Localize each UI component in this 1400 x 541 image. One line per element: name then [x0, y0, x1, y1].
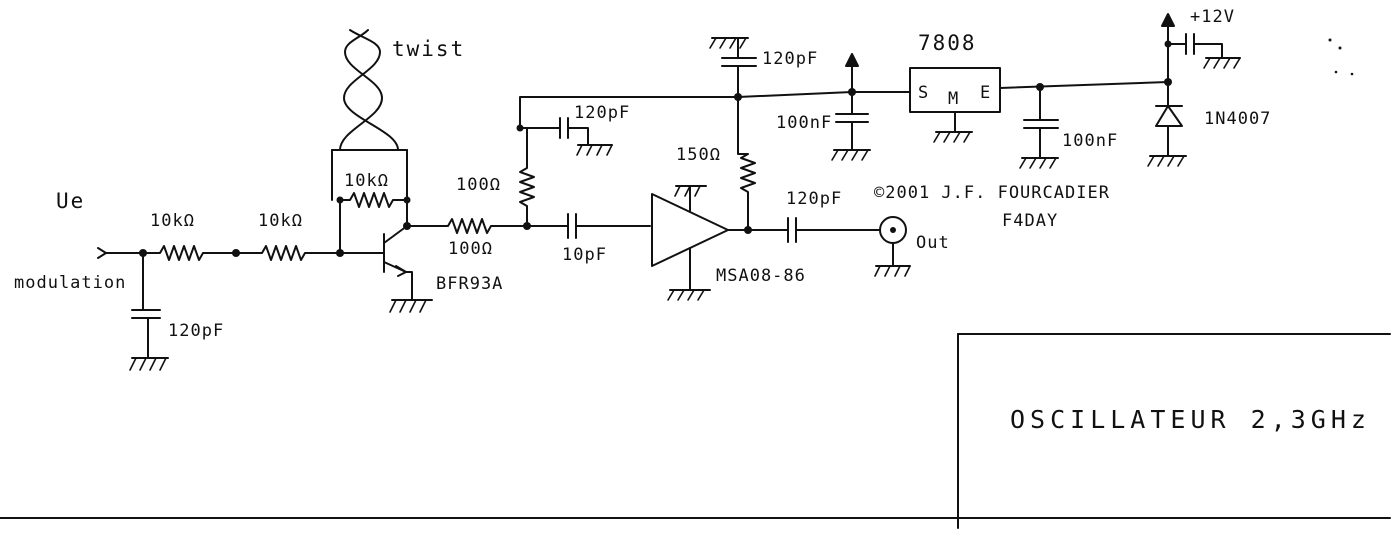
amplifier-label: MSA08-86: [716, 266, 806, 286]
stray-marks: [1328, 38, 1354, 76]
resistor-series: [406, 218, 528, 234]
capacitor-shunt: [519, 117, 613, 156]
regulator-pin-e: E: [980, 83, 991, 103]
transistor-label: BFR93A: [436, 274, 503, 294]
resistor-feedback: [339, 192, 408, 254]
input-desc-label: modulation: [14, 273, 126, 293]
input-capacitor-label: 120pF: [168, 321, 224, 341]
resistor-shunt: [519, 127, 535, 227]
ground-symbol-transistor: [389, 299, 433, 313]
wire-rail-left: [519, 96, 739, 129]
capacitor-top-label: 120pF: [762, 49, 818, 69]
supply-input: [1161, 13, 1241, 83]
capacitor-shunt-label: 120pF: [574, 103, 630, 123]
output-connector: [874, 216, 911, 277]
ground-symbol-input: [129, 357, 169, 371]
diode-label: 1N4007: [1204, 109, 1271, 129]
capacitor-100n-right-label: 100nF: [1062, 131, 1118, 151]
twist-capacitor: [331, 29, 408, 201]
wire-reg-in: [999, 81, 1169, 89]
capacitor-100n-left-label: 100nF: [776, 113, 832, 133]
capacitor-output-label: 120pF: [786, 189, 842, 209]
transistor-bfr93a: [339, 225, 413, 301]
capacitor-coupling-label: 10pF: [562, 245, 607, 265]
output-label: Out: [916, 233, 950, 253]
regulator-pin-s: S: [918, 83, 929, 103]
resistor-r1-label: 10kΩ: [150, 211, 195, 231]
capacitor-output: [747, 217, 881, 243]
resistor-feedback-label: 10kΩ: [344, 171, 389, 191]
regulator-label: 7808: [918, 31, 977, 55]
resistor-series-label: 100Ω: [448, 239, 493, 259]
twist-label: twist: [392, 37, 465, 61]
resistor-r2: [235, 245, 341, 261]
resistor-bias-label: 150Ω: [676, 145, 721, 165]
regulator-7808: [909, 67, 1001, 143]
capacitor-100n-left: [831, 91, 871, 161]
resistor-r1: [142, 245, 237, 261]
capacitor-top: [709, 37, 757, 98]
copyright-line1: ©2001 J.F. FOURCADIER: [874, 183, 1110, 203]
supply-test-arrow: [845, 53, 859, 93]
resistor-shunt-label: 100Ω: [456, 175, 501, 195]
title-block: [0, 333, 1391, 529]
input-arrow: [97, 247, 144, 259]
capacitor-100n-right: [1019, 86, 1059, 169]
wire-rail-right: [737, 91, 911, 98]
input-name-label: Ue: [56, 189, 85, 213]
resistor-bias: [737, 96, 756, 231]
title-text: OSCILLATEUR 2,3GHz: [1010, 405, 1371, 434]
supply-label: +12V: [1190, 7, 1235, 27]
node-feedback-left: [336, 196, 344, 204]
resistor-r2-label: 10kΩ: [258, 211, 303, 231]
copyright-line2: F4DAY: [1002, 211, 1058, 231]
input-capacitor: [131, 252, 161, 359]
capacitor-coupling: [526, 213, 651, 239]
diode-1n4007: [1147, 81, 1187, 167]
regulator-pin-m: M: [948, 89, 959, 109]
